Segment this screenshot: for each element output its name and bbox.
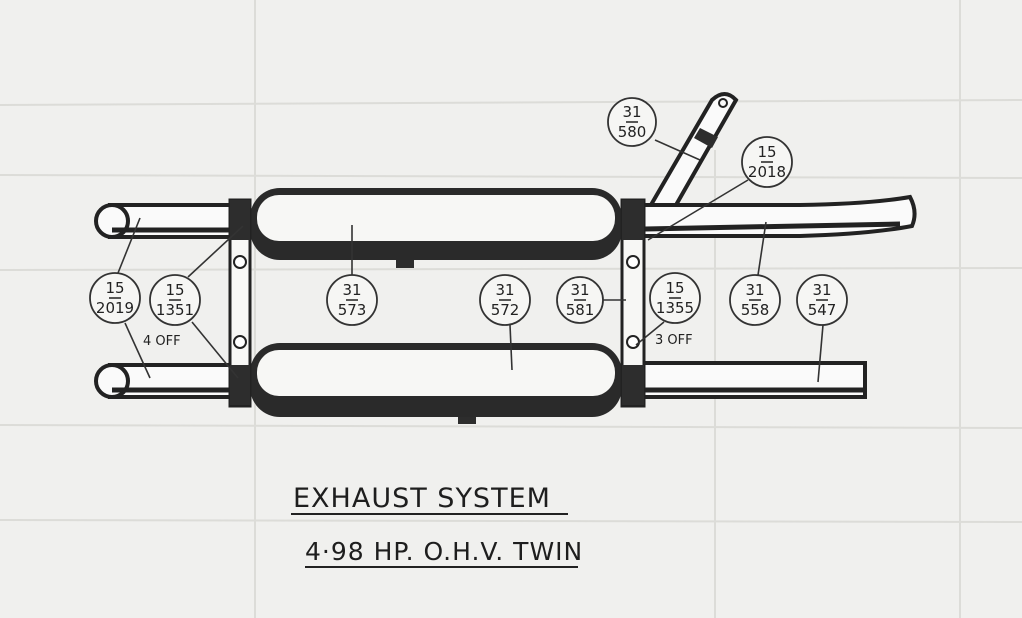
callout-31-547: 31 547	[796, 274, 848, 326]
callout-bottom: 1355	[656, 299, 694, 317]
bracket-lug	[458, 417, 476, 424]
callout-15-2018: 15 2018	[741, 136, 793, 188]
callout-15-1351: 15 1351	[149, 274, 201, 326]
callout-31-580: 31 580	[607, 97, 657, 147]
callout-15-2019: 15 2019	[89, 272, 141, 324]
drawing-subtitle: 4·98 HP. O.H.V. TWIN	[305, 537, 583, 566]
left-clamp-bracket	[228, 198, 252, 408]
callout-31-558: 31 558	[729, 274, 781, 326]
left-lower-pipe	[94, 363, 237, 399]
callout-bottom: 558	[741, 301, 770, 319]
callout-top: 15	[665, 279, 684, 297]
callout-bottom: 2018	[748, 163, 786, 181]
quantity-note: 3 OFF	[655, 333, 693, 348]
callout-top: 15	[165, 281, 184, 299]
right-upper-pipe	[638, 194, 917, 238]
callout-bottom: 572	[491, 301, 520, 319]
callout-bottom: 581	[566, 301, 595, 319]
right-clamp-bracket	[620, 198, 646, 408]
callout-31-581: 31 581	[556, 276, 604, 324]
callout-top: 31	[622, 103, 641, 121]
callout-bottom: 1351	[156, 301, 194, 319]
upper-silencer	[250, 188, 622, 260]
lower-silencer	[250, 343, 622, 417]
bracket-lug	[396, 260, 414, 268]
quantity-note: 4 OFF	[143, 334, 181, 349]
callout-bottom: 2019	[96, 299, 134, 317]
callout-bottom: 547	[808, 301, 837, 319]
callout-top: 31	[495, 281, 514, 299]
right-lower-pipe	[638, 361, 867, 399]
callout-top: 15	[757, 143, 776, 161]
diagonal-pipe	[644, 92, 739, 215]
callout-top: 31	[812, 281, 831, 299]
callout-top: 15	[105, 279, 124, 297]
callout-bottom: 580	[618, 123, 647, 141]
left-upper-pipe	[94, 203, 237, 239]
callout-top: 31	[342, 281, 361, 299]
callout-15-1355: 15 1355	[649, 272, 701, 324]
callout-bottom: 573	[338, 301, 367, 319]
leader-lines	[117, 139, 824, 383]
drawing-title: EXHAUST SYSTEM	[293, 483, 551, 514]
callout-31-573: 31 573	[326, 274, 378, 326]
callout-top: 31	[570, 281, 589, 299]
callout-top: 31	[745, 281, 764, 299]
callout-31-572: 31 572	[479, 274, 531, 326]
